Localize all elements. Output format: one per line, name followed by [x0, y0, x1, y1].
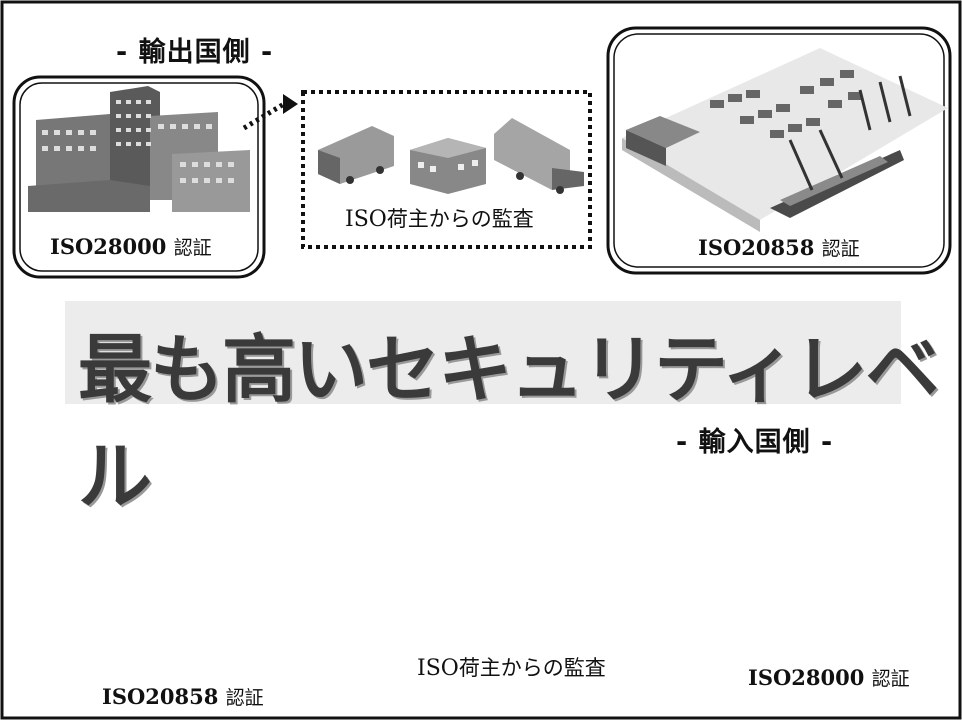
import-audit-label: ISO荷主からの監査	[417, 652, 606, 682]
cert-suffix: 認証	[173, 237, 212, 259]
audit-code: ISO	[345, 207, 387, 232]
headline: 最も高いセキュリティレベル	[78, 327, 940, 520]
office-buildings-icon	[28, 86, 250, 212]
cert-suffix: 認証	[225, 687, 264, 709]
export-audit-panel	[301, 90, 592, 249]
cert-code: ISO28000	[50, 234, 167, 259]
truck-icon	[494, 118, 584, 194]
export-side-header: - 輸出国側 -	[116, 37, 274, 68]
headline-banner	[65, 301, 901, 404]
cert-suffix: 認証	[821, 238, 860, 260]
export-port-cert-label: ISO20858 認証	[698, 234, 860, 261]
import-port-cert-label: ISO20858 認証	[102, 683, 264, 710]
audit-text: 荷主からの監査	[458, 656, 606, 680]
cert-code: ISO20858	[698, 235, 815, 260]
export-factory-cert-label: ISO28000 認証	[50, 233, 212, 260]
export-factory-panel	[12, 75, 266, 279]
import-side-header: - 輸入国側 -	[676, 427, 834, 458]
arrow-head-icon	[283, 94, 298, 114]
truck-icon	[318, 126, 394, 184]
cert-suffix: 認証	[871, 668, 910, 690]
export-port-panel	[606, 26, 952, 275]
audit-code: ISO	[417, 656, 459, 681]
warehouse-icon	[410, 138, 486, 194]
container-port-icon	[622, 48, 948, 232]
cert-code: ISO20858	[102, 684, 219, 709]
arrow-to-export-audit	[242, 101, 286, 131]
export-audit-label: ISO荷主からの監査	[345, 203, 534, 233]
import-factory-cert-label: ISO28000 認証	[748, 664, 910, 691]
cert-code: ISO28000	[748, 665, 865, 690]
audit-text: 荷主からの監査	[386, 207, 534, 231]
